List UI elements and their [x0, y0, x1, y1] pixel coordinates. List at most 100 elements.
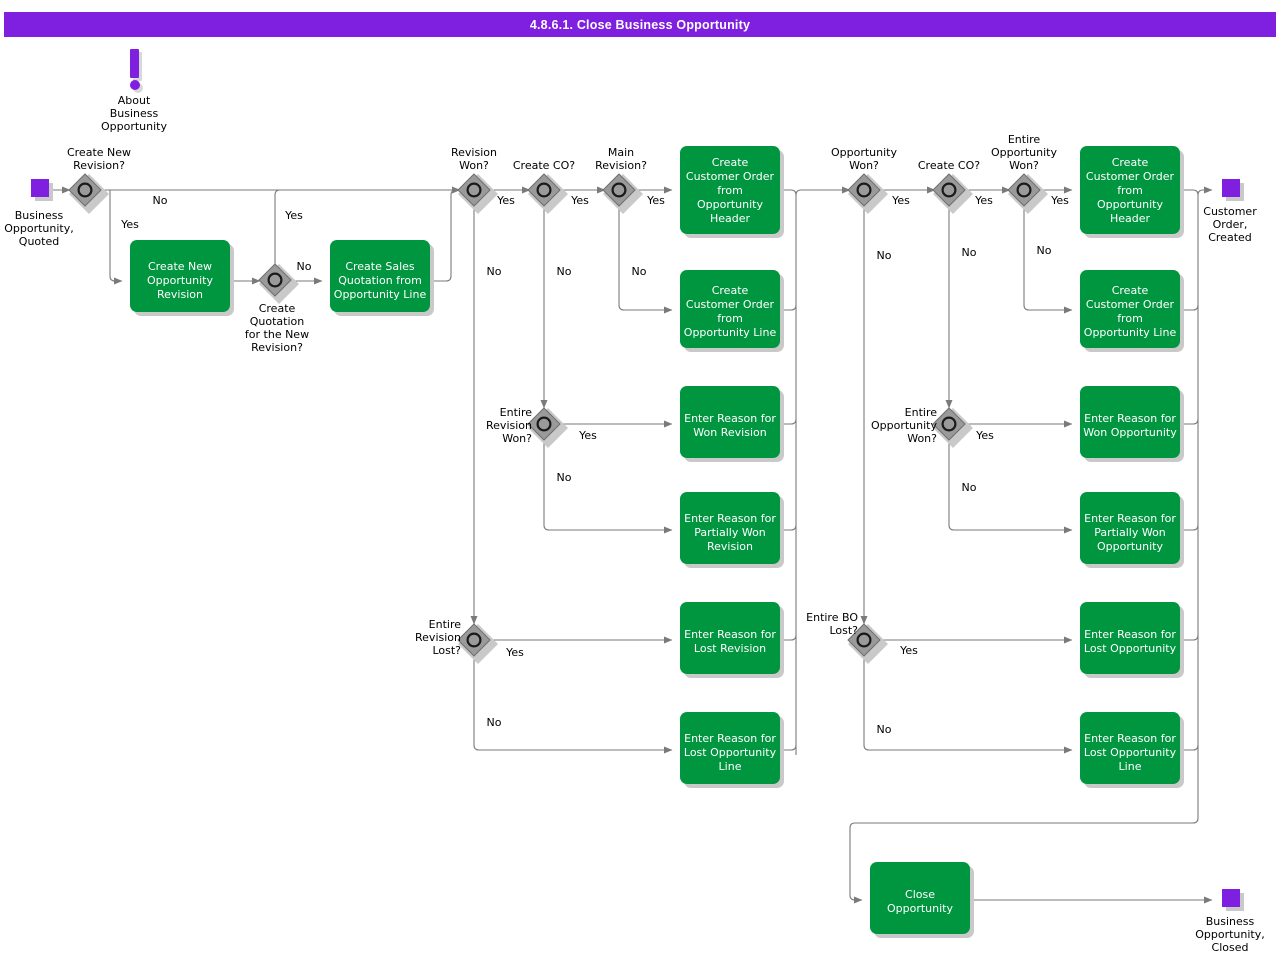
gateway-label-entire-revision-lost-l3: Lost? — [432, 644, 461, 657]
gateway-label-entire-revision-won-l2: Revision — [486, 419, 532, 432]
gateway-entire-bo-lost[interactable] — [847, 623, 888, 664]
gateway-label-entire-bo-lost-l1: Entire BO — [806, 611, 858, 624]
gateway-label-create-new-revision-l2: Revision? — [73, 159, 125, 172]
flow-right-to-end-event — [1197, 186, 1213, 196]
task-line: Opportunity Line — [684, 326, 777, 339]
task-line: Create — [712, 156, 749, 169]
flow-partially-won-opportunity-to-collector — [1179, 524, 1199, 531]
task-line: Opportunity Line — [334, 288, 427, 301]
task-line: Enter Reason for — [1084, 512, 1176, 525]
gateway-create-new-revision[interactable] — [68, 173, 109, 214]
gateway-label-entire-opp-won-top-l2: Opportunity — [991, 146, 1058, 159]
task-close-opportunity[interactable]: Close Opportunity — [870, 862, 974, 938]
gateway-entire-revision-lost[interactable] — [457, 623, 498, 664]
task-enter-reason-for-lost-revision[interactable]: Enter Reason for Lost Revision — [680, 602, 784, 678]
task-line: Customer Order — [686, 170, 775, 183]
gateway-main-revision[interactable] — [602, 173, 643, 214]
gateway-label-entire-bo-lost-l2: Lost? — [829, 624, 858, 637]
flow-label-create-co1-no: No — [557, 265, 572, 278]
end-event-co-label-line2: Order, — [1213, 218, 1248, 231]
gateway-entire-revision-won[interactable] — [527, 407, 568, 448]
gateway-label-create-quotation-l4: Revision? — [251, 341, 303, 354]
start-event-label-line2: Opportunity, — [4, 222, 74, 235]
start-event-label-line1: Business — [15, 209, 64, 222]
page-title: 4.8.6.1. Close Business Opportunity — [4, 12, 1276, 37]
flow-label-create-new-revision-no: No — [153, 194, 168, 207]
task-line: Header — [1110, 212, 1151, 225]
gateway-entire-opportunity-won-top[interactable] — [1007, 173, 1048, 214]
flow-label-opportunity-won-yes: Yes — [891, 194, 910, 207]
flow-label-create-co1-yes: Yes — [570, 194, 589, 207]
task-enter-reason-for-won-revision[interactable]: Enter Reason for Won Revision — [680, 386, 784, 462]
flow-label-entire-opp-won-mid-yes: Yes — [975, 429, 994, 442]
task-enter-reason-for-partially-won-opportunity[interactable]: Enter Reason for Partially Won Opportuni… — [1080, 492, 1184, 568]
task-line: Opportunity Line — [1084, 326, 1177, 339]
task-line: Revision — [157, 288, 203, 301]
task-create-customer-order-from-opportunity-header-right[interactable]: Create Customer Order from Opportunity H… — [1080, 146, 1184, 238]
flow-label-main-revision-yes: Yes — [646, 194, 665, 207]
task-line: Enter Reason for — [684, 732, 776, 745]
task-create-customer-order-from-opportunity-line-left[interactable]: Create Customer Order from Opportunity L… — [680, 270, 784, 352]
task-line: Close — [905, 888, 935, 901]
end-event-bo-label-line3: Closed — [1212, 941, 1249, 954]
task-line: Opportunity — [697, 198, 764, 211]
flow-entire-opportunity-won-mid-no — [948, 440, 1073, 534]
gateway-label-create-quotation-l3: for the New — [245, 328, 309, 341]
flow-partially-won-revision-to-collector — [779, 524, 797, 531]
end-event-business-opportunity-closed[interactable] — [1222, 889, 1244, 911]
annotation-about-business-opportunity — [130, 49, 143, 93]
gateway-label-main-revision-l1: Main — [608, 146, 634, 159]
task-enter-reason-for-lost-opportunity[interactable]: Enter Reason for Lost Opportunity — [1080, 602, 1184, 678]
task-line: Create — [712, 284, 749, 297]
task-line: from — [717, 312, 743, 325]
task-line: Quotation from — [338, 274, 422, 287]
label-layer: About Business Opportunity Business Oppo… — [4, 94, 1265, 954]
flow-lost-revision-to-collector — [779, 634, 797, 641]
gateway-label-entire-revision-won-l3: Won? — [502, 432, 532, 445]
task-line: Opportunity — [887, 902, 954, 915]
flow-label-entire-revision-lost-yes: Yes — [505, 646, 524, 659]
task-create-customer-order-from-opportunity-line-right[interactable]: Create Customer Order from Opportunity L… — [1080, 270, 1184, 352]
flow-lost-opp-line-right-to-collector — [1179, 744, 1199, 751]
task-create-sales-quotation-from-opportunity-line[interactable]: Create Sales Quotation from Opportunity … — [330, 240, 434, 316]
task-create-new-opportunity-revision[interactable]: Create New Opportunity Revision — [130, 240, 234, 316]
gateway-opportunity-won[interactable] — [847, 173, 888, 214]
end-event-customer-order-created[interactable] — [1222, 179, 1244, 201]
task-line: from — [717, 184, 743, 197]
gateway-revision-won[interactable] — [457, 173, 498, 214]
task-line: Create New — [148, 260, 212, 273]
gateway-create-co-1[interactable] — [527, 173, 568, 214]
flow-label-entire-revision-lost-no: No — [487, 716, 502, 729]
gateway-label-main-revision-l2: Revision? — [595, 159, 647, 172]
task-line: Customer Order — [1086, 298, 1175, 311]
annotation-label-line3: Opportunity — [101, 120, 168, 133]
task-enter-reason-for-lost-opportunity-line-right[interactable]: Enter Reason for Lost Opportunity Line — [1080, 712, 1184, 788]
task-enter-reason-for-partially-won-revision[interactable]: Enter Reason for Partially Won Revision — [680, 492, 784, 568]
gateway-entire-opportunity-won-mid[interactable] — [932, 407, 973, 448]
task-line: Customer Order — [686, 298, 775, 311]
flow-label-create-quotation-yes: Yes — [284, 209, 303, 222]
task-enter-reason-for-won-opportunity[interactable]: Enter Reason for Won Opportunity — [1080, 386, 1184, 462]
flow-label-entire-opp-won-mid-no: No — [962, 481, 977, 494]
gateway-create-co-2[interactable] — [932, 173, 973, 214]
task-layer: Create New Opportunity Revision Create S… — [130, 146, 1184, 938]
task-line: from — [1117, 312, 1143, 325]
gateway-create-quotation-for-new-revision[interactable] — [258, 263, 299, 304]
event-layer — [31, 179, 1244, 911]
flow-collector-left-main — [795, 186, 851, 196]
flow-label-entire-revision-won-no: No — [557, 471, 572, 484]
task-line: Line — [719, 760, 742, 773]
task-enter-reason-for-lost-opportunity-line-left[interactable]: Enter Reason for Lost Opportunity Line — [680, 712, 784, 788]
flow-entire-bo-lost-no — [863, 656, 1073, 754]
flow-label-revision-won-yes: Yes — [496, 194, 515, 207]
start-event-business-opportunity-quoted[interactable] — [31, 179, 53, 201]
task-line: Enter Reason for — [1084, 628, 1176, 641]
task-create-customer-order-from-opportunity-header-left[interactable]: Create Customer Order from Opportunity H… — [680, 146, 784, 238]
flow-co-header1-to-collector — [779, 189, 797, 196]
gateway-label-entire-revision-won-l1: Entire — [500, 406, 533, 419]
flow-label-entire-opp-won-top-yes: Yes — [1050, 194, 1069, 207]
flow-label-entire-bo-lost-yes: Yes — [899, 644, 918, 657]
task-line: Header — [710, 212, 751, 225]
gateway-label-entire-opp-won-mid-l3: Won? — [907, 432, 937, 445]
